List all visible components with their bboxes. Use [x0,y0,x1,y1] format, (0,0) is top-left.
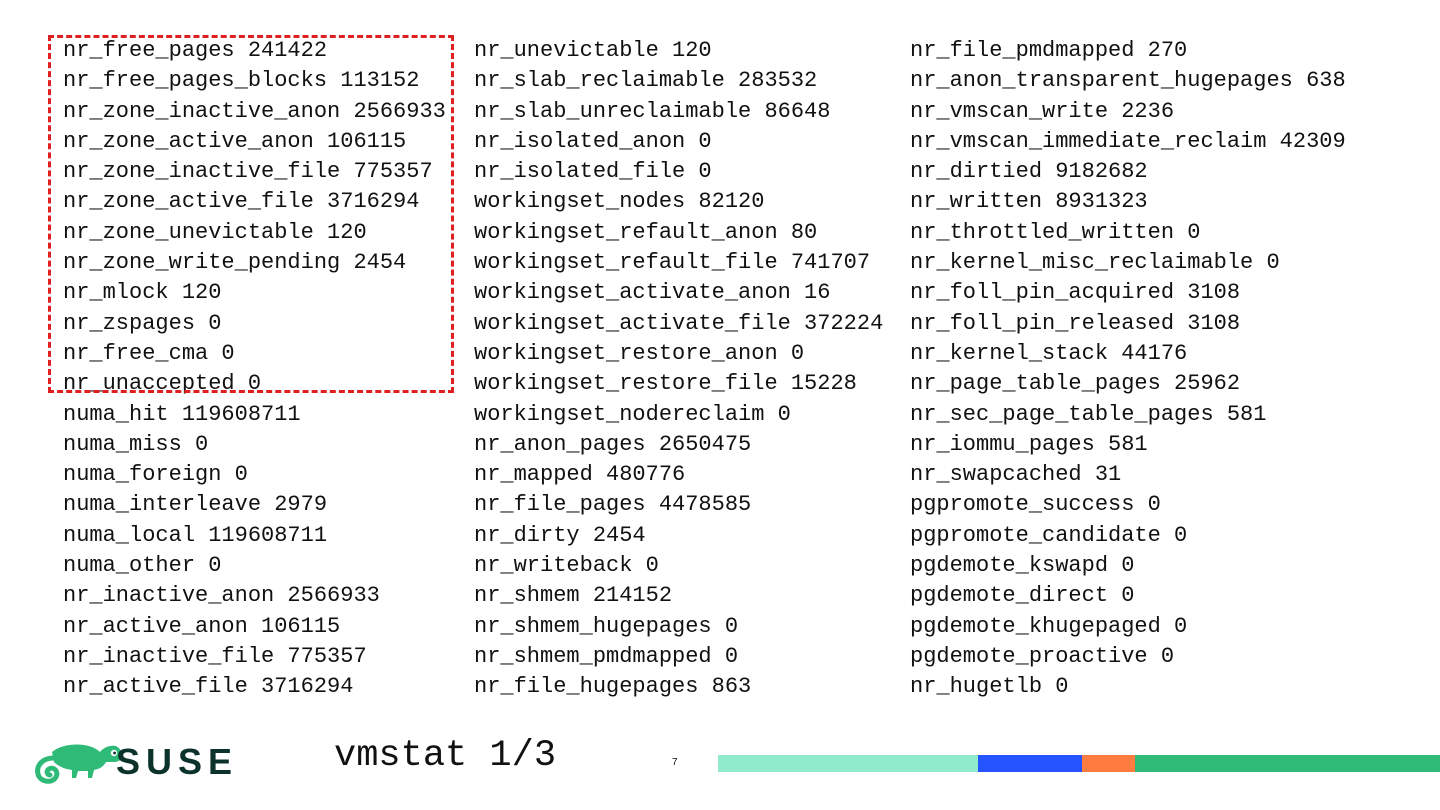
vmstat-entry: nr_kernel_stack 44176 [910,340,1188,366]
vmstat-entry: nr_isolated_file 0 [474,159,712,185]
suse-logo: SUSE [35,741,234,784]
brand-bar-mint [718,755,978,772]
vmstat-entry: nr_file_hugepages 863 [474,674,752,700]
vmstat-entry: pgdemote_khugepaged 0 [910,613,1188,639]
suse-chameleon-icon [35,744,122,784]
vmstat-entry: nr_written 8931323 [910,189,1148,215]
vmstat-entry: nr_kernel_misc_reclaimable 0 [910,250,1280,276]
vmstat-entry: numa_interleave 2979 [63,492,328,518]
vmstat-entry: nr_zone_inactive_file 775357 [63,159,433,185]
vmstat-entry: nr_dirtied 9182682 [910,159,1148,185]
vmstat-entry: nr_foll_pin_acquired 3108 [910,280,1241,306]
suse-logo-text: SUSE [116,741,234,782]
vmstat-entry: numa_foreign 0 [63,462,248,488]
vmstat-entry: numa_local 119608711 [63,522,328,548]
vmstat-entry: workingset_activate_file 372224 [474,310,884,336]
vmstat-entry: numa_hit 119608711 [63,401,301,427]
vmstat-entry: nr_inactive_anon 2566933 [63,583,380,609]
brand-bar-orange [1082,755,1135,772]
vmstat-entry: nr_hugetlb 0 [910,674,1069,700]
vmstat-entry: nr_dirty 2454 [474,522,646,548]
vmstat-entry: nr_vmscan_write 2236 [910,98,1175,124]
vmstat-entry: pgpromote_success 0 [910,492,1161,518]
vmstat-entry: nr_inactive_file 775357 [63,643,367,669]
vmstat-entry: nr_isolated_anon 0 [474,128,712,154]
vmstat-entry: nr_throttled_written 0 [910,219,1201,245]
vmstat-entry: workingset_refault_anon 80 [474,219,818,245]
slide-title: vmstat 1/3 [334,735,557,777]
vmstat-column-2: nr_unevictable 120 nr_slab_reclaimable 28… [474,36,883,703]
vmstat-entry: workingset_refault_file 741707 [474,250,871,276]
vmstat-entry: nr_zone_unevictable 120 [63,219,367,245]
vmstat-entry: nr_mapped 480776 [474,462,686,488]
vmstat-entry: nr_zone_inactive_anon 2566933 [63,98,446,124]
vmstat-entry: numa_miss 0 [63,431,209,457]
vmstat-entry: pgdemote_proactive 0 [910,643,1175,669]
brand-bar-blue [978,755,1082,772]
vmstat-entry: pgdemote_direct 0 [910,583,1135,609]
vmstat-entry: nr_anon_transparent_hugepages 638 [910,68,1346,94]
vmstat-column-3: nr_file_pmdmapped 270 nr_anon_transparent… [910,36,1346,703]
vmstat-entry: nr_zone_write_pending 2454 [63,250,407,276]
vmstat-entry: nr_page_table_pages 25962 [910,371,1241,397]
vmstat-entry: nr_shmem_hugepages 0 [474,613,739,639]
vmstat-entry: numa_other 0 [63,553,222,579]
vmstat-entry: nr_file_pages 4478585 [474,492,752,518]
vmstat-entry: nr_vmscan_immediate_reclaim 42309 [910,128,1346,154]
vmstat-entry: nr_shmem_pmdmapped 0 [474,643,739,669]
vmstat-entry: nr_iommu_pages 581 [910,431,1148,457]
page-number: 7 [672,757,678,768]
vmstat-entry: nr_slab_reclaimable 283532 [474,68,818,94]
vmstat-entry: nr_anon_pages 2650475 [474,431,752,457]
vmstat-entry: workingset_restore_anon 0 [474,340,805,366]
vmstat-entry: nr_free_pages 241422 [63,38,328,63]
vmstat-entry: workingset_activate_anon 16 [474,280,831,306]
vmstat-entry: nr_zone_active_file 3716294 [63,189,420,215]
vmstat-entry: workingset_nodereclaim 0 [474,401,791,427]
vmstat-entry: nr_mlock 120 [63,280,222,306]
vmstat-entry: nr_sec_page_table_pages 581 [910,401,1267,427]
vmstat-entry: workingset_nodes 82120 [474,189,765,215]
vmstat-entry: nr_free_pages_blocks 113152 [63,68,420,94]
vmstat-entry: nr_foll_pin_released 3108 [910,310,1241,336]
vmstat-entry: nr_zone_active_anon 106115 [63,128,407,154]
vmstat-entry: nr_file_pmdmapped 270 [910,38,1188,63]
vmstat-entry: nr_shmem 214152 [474,583,673,609]
vmstat-entry: nr_free_cma 0 [63,340,235,366]
vmstat-entry: nr_active_file 3716294 [63,674,354,700]
vmstat-entry: nr_slab_unreclaimable 86648 [474,98,831,124]
vmstat-entry: nr_active_anon 106115 [63,613,341,639]
vmstat-entry: pgpromote_candidate 0 [910,522,1188,548]
vmstat-entry: nr_unaccepted 0 [63,371,262,397]
vmstat-entry: nr_writeback 0 [474,553,659,579]
vmstat-entry: nr_unevictable 120 [474,38,712,63]
vmstat-entry: nr_zspages 0 [63,310,222,336]
vmstat-entry: pgdemote_kswapd 0 [910,553,1135,579]
vmstat-entry: workingset_restore_file 15228 [474,371,857,397]
brand-bar-green [1135,755,1440,772]
vmstat-entry: nr_swapcached 31 [910,462,1122,488]
vmstat-column-1: nr_free_pages 241422 nr_free_pages_blocks… [63,36,446,703]
